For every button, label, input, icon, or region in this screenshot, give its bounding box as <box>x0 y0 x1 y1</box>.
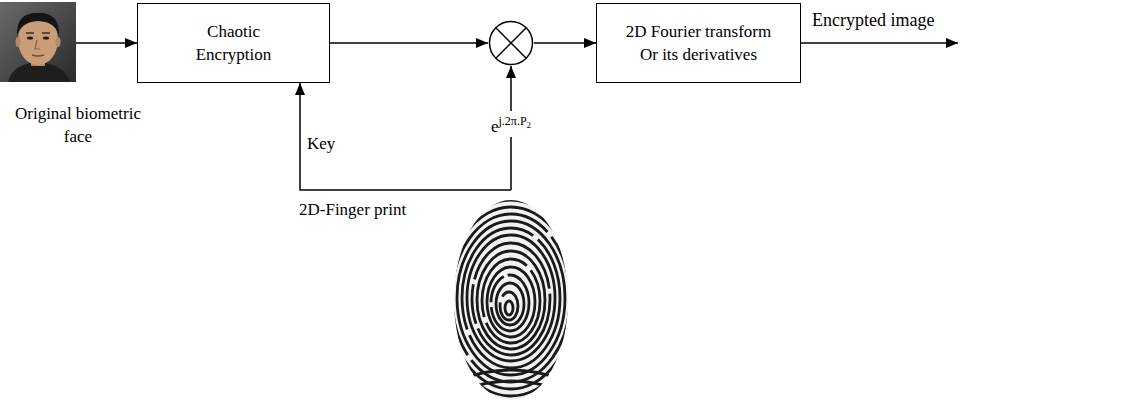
face-node: Original biometric face <box>0 2 76 82</box>
connector-arrow <box>300 83 511 190</box>
process-box: Chaotic Encryption <box>137 3 330 83</box>
edge-label: ej.2π.P2 <box>489 111 533 137</box>
multiplier-symbol <box>488 20 534 66</box>
math-base: e <box>491 117 499 136</box>
picture-caption: Original biometric face <box>2 102 154 148</box>
box-text: 2D Fourier transform Or its derivatives <box>619 20 779 66</box>
box-text: Chaotic Encryption <box>184 20 284 66</box>
process-box: 2D Fourier transform Or its derivatives <box>596 3 801 83</box>
connector-arrow <box>510 66 512 190</box>
connector-arrow <box>534 42 596 44</box>
edge-label: Key <box>305 134 337 154</box>
fingerprint-picture <box>442 200 580 400</box>
multiplier-node <box>488 20 534 66</box>
connector-arrow <box>76 42 137 44</box>
math-exponent: j.2π.P2 <box>498 114 531 128</box>
fingerprint-node: 2D-Finger print <box>449 190 573 403</box>
connector-arrow <box>330 42 488 44</box>
math-exponent-body: j.2π.P <box>498 114 526 128</box>
output-arrow <box>801 42 958 44</box>
multiplier-cross <box>496 28 526 58</box>
math-subscript: 2 <box>527 120 532 130</box>
picture-caption: 2D-Finger print <box>299 198 406 221</box>
face-photo <box>0 2 76 82</box>
multiplier-cross <box>496 28 526 58</box>
multiplier-circle <box>490 22 533 65</box>
output-label: Encrypted image <box>812 9 934 31</box>
